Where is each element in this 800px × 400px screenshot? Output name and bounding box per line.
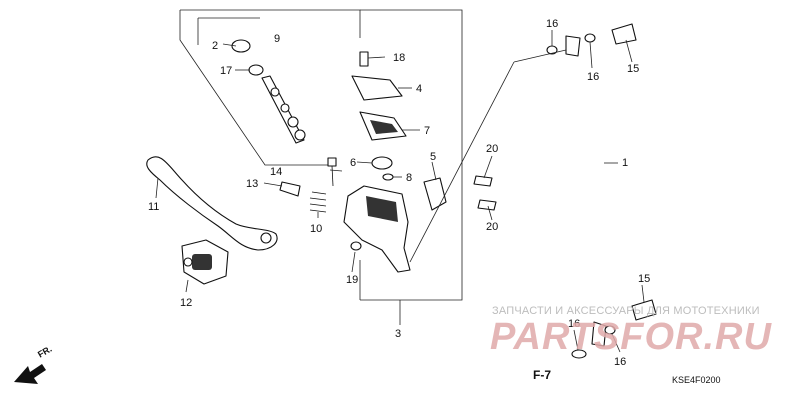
front-stop-switch — [181, 239, 229, 285]
callout-16-bottom-left: 16 — [568, 318, 580, 330]
callout-6: 6 — [350, 157, 356, 169]
brake-lever — [146, 156, 278, 251]
pivot-bolt — [279, 181, 301, 197]
callout-16-top-left: 16 — [546, 18, 558, 30]
piston-kit — [197, 17, 306, 144]
callout-20-bottom: 20 — [486, 221, 498, 233]
callout-5: 5 — [430, 151, 436, 163]
figure-reference: F-7 — [533, 368, 551, 382]
screw — [327, 157, 337, 187]
watermark-subtitle: ЗАПЧАСТИ И АКСЕССУАРЫ ДЛЯ МОТОТЕХНИКИ — [492, 305, 760, 317]
callout-15-bottom: 15 — [638, 273, 650, 285]
holder-bolts — [473, 175, 497, 211]
callout-1: 1 — [622, 157, 628, 169]
brake-hose — [564, 35, 607, 347]
callout-4: 4 — [416, 83, 422, 95]
oil-bolts-and-washers — [546, 23, 657, 359]
diagram-code: KSE4F0200 — [672, 375, 721, 385]
callout-20-top: 20 — [486, 143, 498, 155]
callout-13: 13 — [246, 178, 258, 190]
callout-10: 10 — [310, 223, 322, 235]
leader-lines — [155, 30, 645, 353]
callout-8: 8 — [406, 172, 412, 184]
callout-9: 9 — [274, 33, 280, 45]
master-cylinder-body — [343, 185, 411, 273]
callout-labels: 1 2 3 4 5 6 7 8 9 10 11 12 13 14 15 15 1… — [148, 18, 650, 368]
callout-12: 12 — [180, 297, 192, 309]
callout-16-bottom-right: 16 — [614, 356, 626, 368]
callout-16-top-right: 16 — [587, 71, 599, 83]
spring — [309, 191, 327, 213]
watermark-logo: PARTSFOR.RU — [490, 316, 772, 358]
callout-18: 18 — [393, 52, 405, 64]
holder — [423, 177, 447, 211]
callout-3: 3 — [395, 328, 401, 340]
callout-19: 19 — [346, 274, 358, 286]
callout-17: 17 — [220, 65, 232, 77]
reservoir-cap-group — [351, 51, 407, 141]
callout-15-top: 15 — [627, 63, 639, 75]
callout-11: 11 — [148, 201, 159, 213]
boot-and-clip — [371, 156, 394, 181]
assembly-frame — [179, 9, 463, 325]
callout-7: 7 — [424, 125, 430, 137]
callout-14: 14 — [270, 166, 282, 178]
front-direction-arrow-icon — [14, 364, 46, 384]
callout-2: 2 — [212, 40, 218, 52]
